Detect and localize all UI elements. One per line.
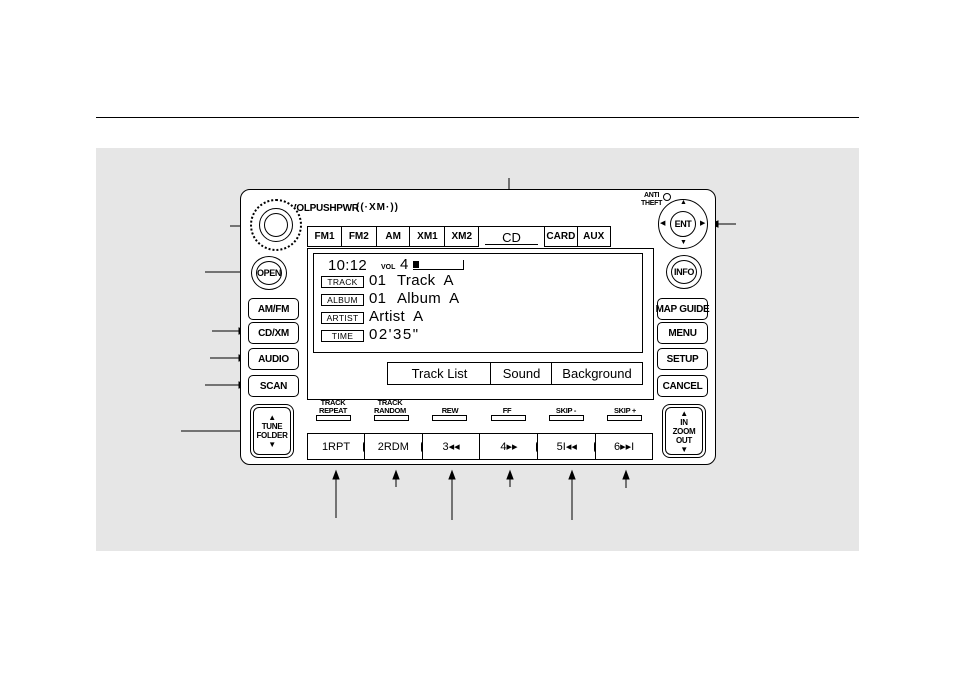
knob-center	[259, 208, 293, 242]
album-name: Album A	[397, 290, 460, 307]
tune-down-arrow-icon: ▼	[268, 440, 276, 449]
zoom-out-arrow-icon: ▼	[680, 444, 688, 454]
time-tag: TIME	[321, 330, 364, 342]
volume-bar	[413, 260, 464, 270]
joystick-right-icon: ▶	[700, 220, 706, 227]
track-random-indicator	[374, 415, 409, 421]
band-xm2-button[interactable]: XM2	[444, 226, 480, 247]
open-button[interactable]: OPEN	[251, 256, 287, 290]
track-number: 01	[369, 272, 387, 289]
info-button[interactable]: INFO	[666, 255, 702, 289]
album-tag: ALBUM	[321, 294, 364, 306]
cd-xm-button[interactable]: CD/XM	[248, 322, 299, 344]
track-repeat-indicator	[316, 415, 351, 421]
setup-button[interactable]: SETUP	[657, 348, 708, 370]
track-tag: TRACK	[321, 276, 364, 288]
skip-minus-label: SKIP -	[555, 406, 577, 415]
track-list-softkey[interactable]: Track List	[387, 362, 492, 385]
page-header-rule	[96, 117, 859, 118]
anti-theft-label: ANTI THEFT	[641, 192, 663, 207]
clock-time: 10:12	[328, 257, 368, 274]
rew-indicator	[432, 415, 467, 421]
tune-folder-rocker[interactable]: ▲ TUNE FOLDER ▼	[250, 404, 294, 458]
track-repeat-label: TRACK REPEAT	[318, 398, 348, 415]
anti-theft-indicator	[663, 193, 671, 201]
band-xm1-button[interactable]: XM1	[409, 226, 446, 247]
volume-label: VOL	[381, 264, 396, 271]
artist-name: Artist A	[369, 308, 424, 325]
info-label: INFO	[671, 260, 697, 284]
xm-logo: ((·XM·))	[356, 202, 399, 213]
preset-4-label: 4▸▸	[500, 441, 518, 453]
background-softkey[interactable]: Background	[551, 362, 643, 385]
volume-power-knob[interactable]	[250, 199, 302, 251]
skip-plus-label: SKIP +	[613, 406, 637, 415]
tune-folder-label: TUNE FOLDER	[256, 422, 288, 440]
joystick-ent[interactable]: ▲ ▼ ◀ ▶ ENT	[658, 199, 708, 249]
preset-3-label: 3◂◂	[442, 441, 460, 453]
joystick-down-icon: ▼	[680, 239, 687, 246]
scan-button[interactable]: SCAN	[248, 375, 299, 397]
band-aux-button[interactable]: AUX	[576, 226, 611, 247]
joystick-up-icon: ▲	[680, 199, 687, 206]
zoom-rocker[interactable]: ▲ IN ZOOM OUT ▼	[662, 404, 706, 458]
preset-2-label: 2RDM	[377, 440, 409, 453]
preset-6-label: 6▸▸I	[613, 441, 635, 453]
volume-value: 4	[400, 256, 409, 273]
now-playing-panel	[313, 253, 643, 353]
preset-3-button[interactable]: 3◂◂	[421, 433, 485, 460]
zoom-label: IN ZOOM OUT	[672, 417, 696, 445]
track-name: Track A	[397, 272, 454, 289]
band-card-button[interactable]: CARD	[543, 226, 578, 247]
preset-1-button[interactable]: 1RPT	[307, 433, 369, 460]
artist-tag: ARTIST	[321, 312, 364, 324]
band-cd-button[interactable]: CD	[478, 226, 546, 247]
band-fm2-button[interactable]: FM2	[340, 226, 377, 247]
band-fm1-button[interactable]: FM1	[307, 226, 342, 247]
ent-button[interactable]: ENT	[670, 211, 696, 237]
audio-button[interactable]: AUDIO	[248, 348, 299, 370]
skip-minus-indicator	[549, 415, 584, 421]
ff-label: FF	[502, 406, 512, 415]
joystick-left-icon: ◀	[660, 220, 666, 227]
preset-6-button[interactable]: 6▸▸I	[595, 433, 654, 460]
preset-4-button[interactable]: 4▸▸	[479, 433, 543, 460]
rew-label: REW	[441, 406, 459, 415]
preset-button-bar: 1RPT 2RDM 3◂◂ 4▸▸ 5I◂◂ 6▸▸I	[307, 433, 654, 460]
zoom-in-arrow-icon: ▲	[680, 408, 688, 418]
elapsed-time: 02'35"	[369, 326, 420, 343]
album-number: 01	[369, 290, 387, 307]
preset-5-button[interactable]: 5I◂◂	[537, 433, 601, 460]
band-cd-label: CD	[502, 229, 521, 245]
band-selector: FM1 FM2 AM XM1 XM2 CD CARD AUX	[307, 226, 611, 247]
menu-button[interactable]: MENU	[657, 322, 708, 344]
map-guide-button[interactable]: MAP GUIDE	[656, 298, 710, 320]
track-random-label: TRACK RANDOM	[374, 398, 406, 415]
preset-1-label: 1RPT	[321, 440, 351, 453]
preset-2-button[interactable]: 2RDM	[363, 433, 427, 460]
cancel-button[interactable]: CANCEL	[657, 375, 708, 397]
band-am-button[interactable]: AM	[375, 226, 411, 247]
sound-softkey[interactable]: Sound	[490, 362, 553, 385]
open-label: OPEN	[256, 261, 282, 285]
ff-indicator	[491, 415, 526, 421]
preset-5-label: 5I◂◂	[556, 441, 577, 453]
tune-up-arrow-icon: ▲	[268, 413, 276, 422]
volume-bar-fill	[413, 261, 419, 268]
am-fm-button[interactable]: AM/FM	[248, 298, 299, 320]
skip-plus-indicator	[607, 415, 642, 421]
vol-pwr-label: VOLPUSHPWR	[290, 203, 359, 214]
active-band-underline	[485, 244, 539, 245]
